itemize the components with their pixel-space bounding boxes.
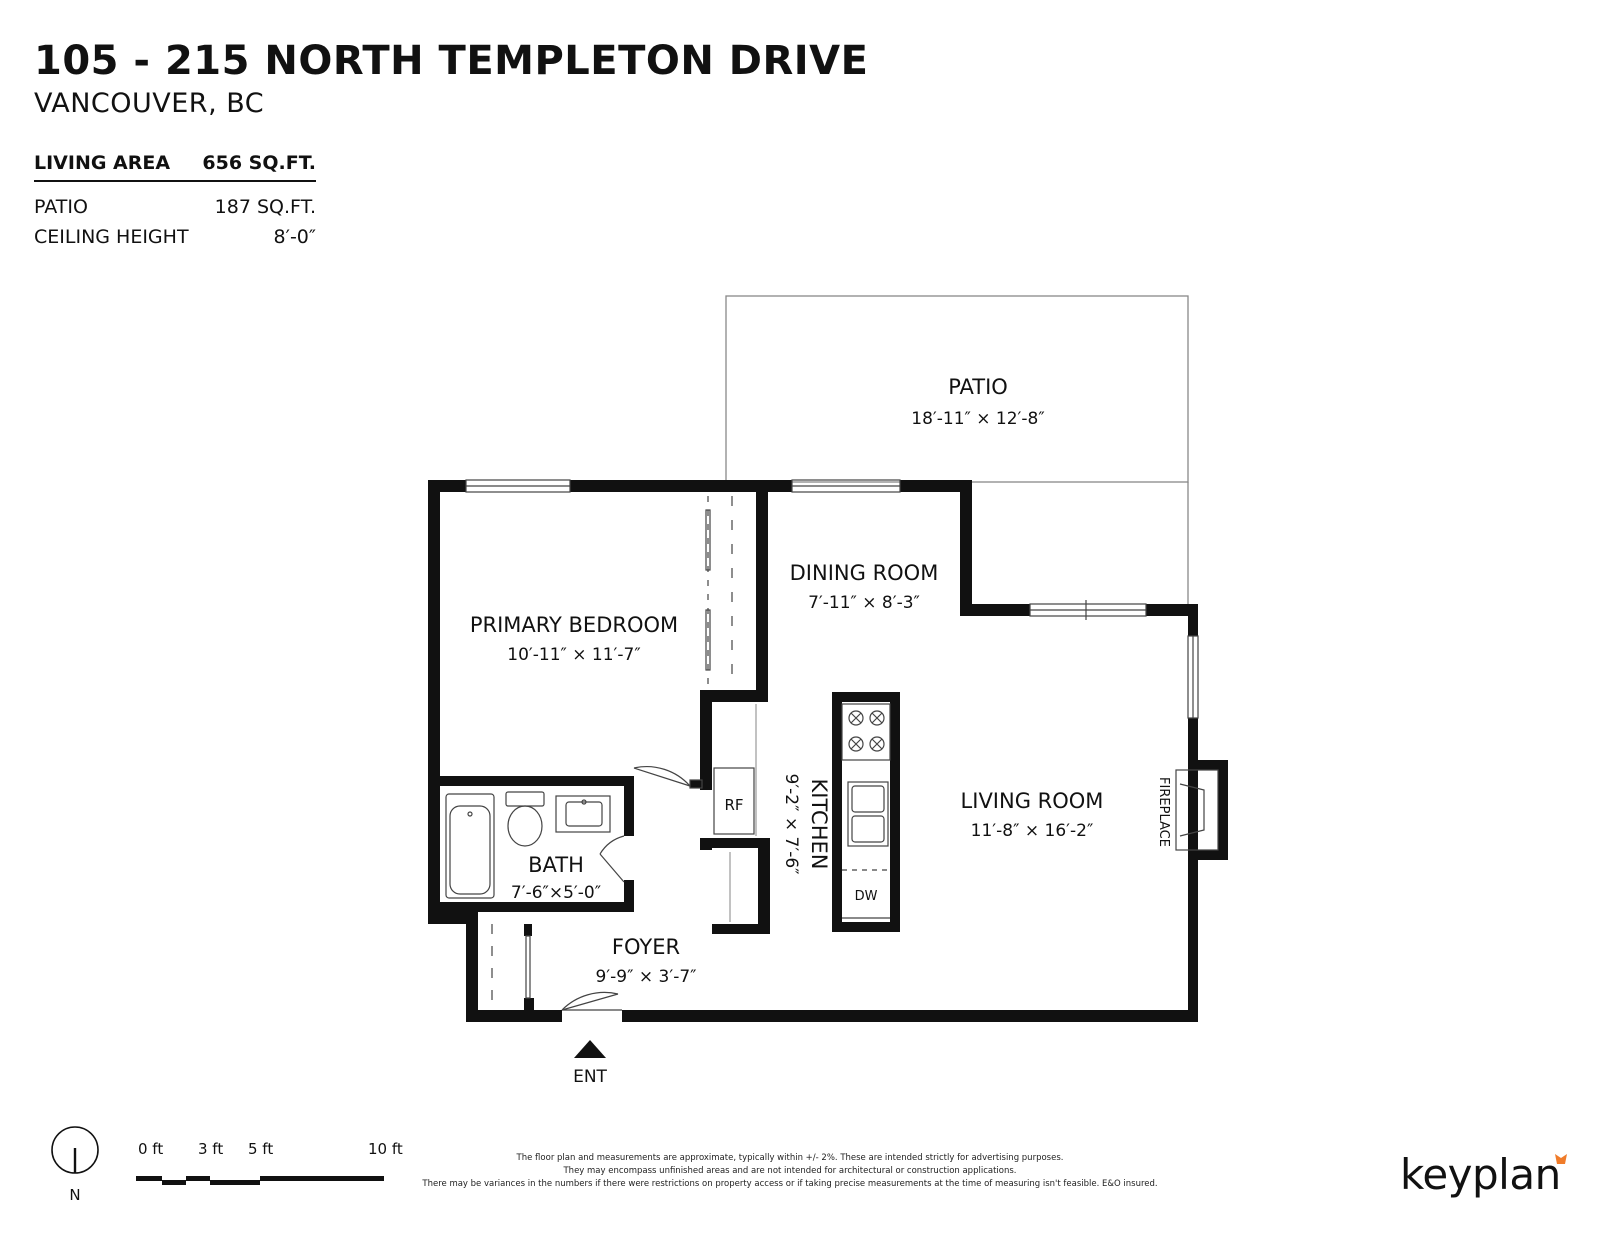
compass-label: N: [69, 1186, 80, 1204]
foyer-label: FOYER: [612, 935, 680, 959]
sink-icon: [555, 795, 611, 833]
interior-walls: [428, 480, 900, 1022]
door-swings: [561, 765, 703, 1011]
scale-tick-label: 3 ft: [198, 1140, 223, 1158]
property-address: 105 - 215 NORTH TEMPLETON DRIVE: [34, 38, 869, 84]
disclaimer-line: The floor plan and measurements are appr…: [516, 1153, 1064, 1163]
kitchen-label: KITCHEN: [807, 779, 831, 870]
dishwasher-label: DW: [855, 889, 878, 904]
property-city: VANCOUVER, BC: [34, 88, 265, 119]
stat-label: CEILING HEIGHT: [34, 226, 189, 248]
brand-mark-icon: [1555, 1154, 1567, 1164]
kitchen-fixtures: [713, 703, 891, 919]
bath-fixtures: [445, 791, 611, 899]
dining-room-dimensions: 7′-11″ × 8′-3″: [808, 593, 920, 613]
closet-doors: [491, 496, 733, 1008]
area-summary: LIVING AREA 656 SQ.FT. PATIO 187 SQ.FT. …: [34, 146, 316, 252]
fridge-icon: [713, 767, 755, 835]
stat-patio: PATIO 187 SQ.FT.: [34, 192, 316, 222]
disclaimer-line: There may be variances in the numbers if…: [422, 1179, 1158, 1189]
foyer-dimensions: 9′-9″ × 3′-7″: [595, 967, 696, 987]
brand-logo: keyplan: [1400, 1150, 1561, 1199]
scale-bar: 0 ft 3 ft 5 ft 10 ft: [136, 1140, 403, 1185]
stat-living-area: LIVING AREA 656 SQ.FT.: [34, 146, 316, 182]
fridge-label: RF: [724, 796, 743, 814]
dining-room-label: DINING ROOM: [790, 561, 939, 585]
stat-value: 187 SQ.FT.: [214, 196, 316, 218]
exterior-walls: [428, 480, 1228, 1022]
bath-label: BATH: [528, 853, 584, 877]
stat-label: PATIO: [34, 196, 88, 218]
scale-tick-label: 5 ft: [248, 1140, 273, 1158]
living-room-dimensions: 11′-8″ × 16′-2″: [971, 821, 1094, 841]
scale-tick-label: 10 ft: [368, 1140, 403, 1158]
stove-icon: [841, 703, 891, 761]
windows: [465, 479, 1199, 719]
disclaimer-line: They may encompass unfinished areas and …: [563, 1166, 1017, 1176]
kitchen-dimensions: 9′-2″ × 7′-6″: [781, 773, 801, 874]
north-compass-icon: N: [51, 1126, 99, 1204]
entry-arrow-icon: [574, 1040, 606, 1058]
toilet-icon: [505, 791, 545, 807]
stat-ceiling-height: CEILING HEIGHT 8′-0″: [34, 222, 316, 252]
kitchen-sink-icon: [847, 781, 889, 847]
bedroom-dimensions: 10′-11″ × 11′-7″: [507, 645, 640, 665]
patio-dimensions: 18′-11″ × 12′-8″: [911, 409, 1044, 429]
disclaimer: The floor plan and measurements are appr…: [420, 1152, 1160, 1191]
patio-label: PATIO: [948, 375, 1008, 399]
bedroom-label: PRIMARY BEDROOM: [470, 613, 678, 637]
stat-value: 656 SQ.FT.: [202, 152, 316, 174]
bathtub-icon: [445, 793, 495, 899]
bath-dimensions: 7′-6″×5′-0″: [511, 883, 601, 903]
entry-label: ENT: [573, 1067, 607, 1087]
stat-value: 8′-0″: [273, 226, 316, 248]
fireplace-label: FIREPLACE: [1156, 777, 1171, 847]
stat-label: LIVING AREA: [34, 152, 171, 174]
fireplace-icon: [1175, 769, 1219, 851]
scale-tick-label: 0 ft: [138, 1140, 163, 1158]
living-room-label: LIVING ROOM: [961, 789, 1104, 813]
